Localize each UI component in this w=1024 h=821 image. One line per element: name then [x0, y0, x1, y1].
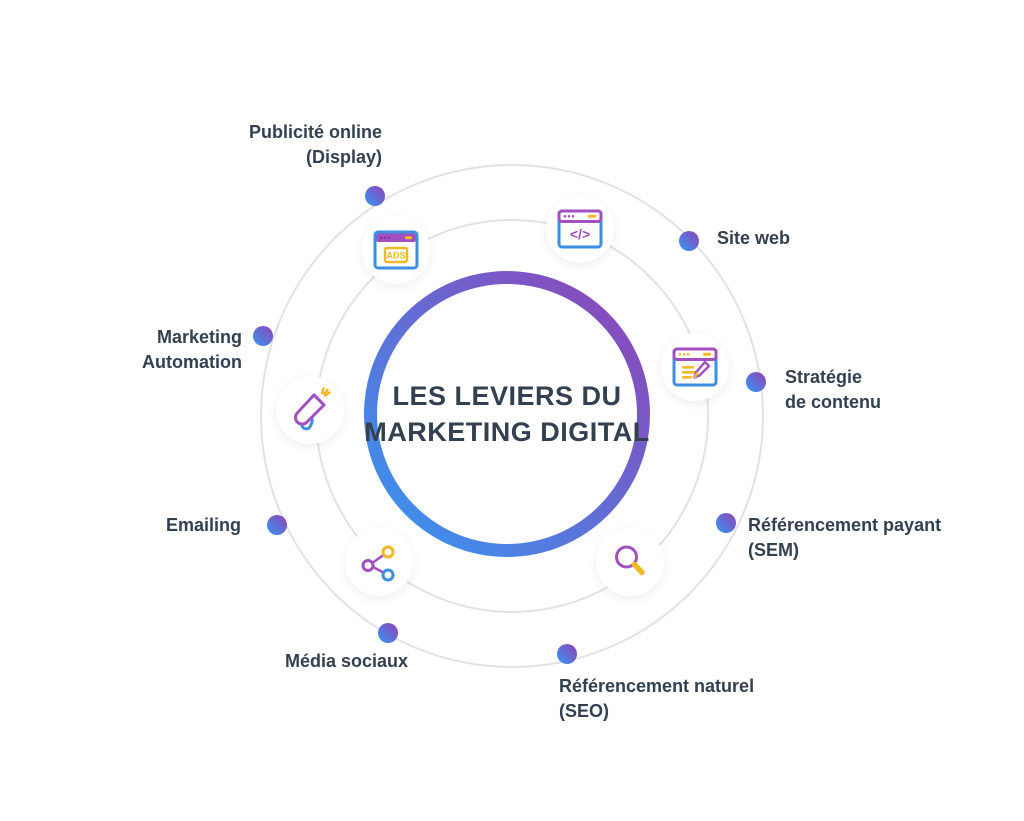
label-line: Automation: [142, 352, 242, 372]
icon-badge-publicite: ADS: [362, 216, 430, 284]
icon-badge-media-sociaux: [345, 528, 413, 596]
orbit-dot-seo: [557, 644, 577, 664]
label-line: (Display): [305, 147, 382, 167]
magnifier-icon: [615, 545, 645, 576]
content-pencil-browser-icon: [672, 347, 718, 387]
code-browser-icon: </>: [557, 209, 603, 249]
megaphone-icon: [293, 387, 331, 431]
label-media-sociaux: Média sociaux: [285, 649, 408, 674]
label-line: Site web: [717, 228, 791, 248]
label-marketing-automation: Marketing Automation: [60, 325, 242, 375]
orbit-dot-automation: [253, 326, 273, 346]
label-strategie-de-contenu: Stratégie de contenu: [785, 365, 881, 415]
share-network-icon: [361, 545, 395, 582]
label-line: Stratégie: [785, 367, 863, 387]
label-line: (SEM): [748, 540, 799, 560]
icon-badge-megaphone: [276, 376, 344, 444]
label-line: de contenu: [785, 392, 882, 412]
label-line: Marketing: [156, 327, 242, 347]
label-line: Média sociaux: [285, 651, 409, 671]
icon-badge-strategie-contenu: [661, 333, 729, 401]
label-referencement-naturel: Référencement naturel (SEO): [559, 674, 754, 724]
label-line: Publicité online: [248, 122, 382, 142]
orbit-dot-site-web: [679, 231, 699, 251]
outer-orbit-ring: [260, 164, 764, 668]
display-ads-browser-icon: ADS: [373, 230, 419, 270]
label-emailing: Emailing: [100, 513, 241, 538]
orbit-dot-emailing: [267, 515, 287, 535]
label-referencement-payant: Référencement payant (SEM): [748, 513, 941, 563]
label-line: Référencement naturel: [559, 676, 755, 696]
orbit-dot-publicite: [365, 186, 385, 206]
orbit-dot-strategie: [746, 372, 766, 392]
label-line: (SEO): [559, 701, 610, 721]
diagram-title-line-2: MARKETING DIGITAL: [364, 417, 650, 447]
label-line: Emailing: [165, 515, 241, 535]
svg-text:ADS: ADS: [386, 251, 405, 261]
label-publicite-online: Publicité online (Display): [180, 120, 382, 170]
label-site-web: Site web: [717, 226, 790, 251]
label-line: Référencement payant: [748, 515, 942, 535]
diagram-title-line-1: LES LEVIERS DU: [392, 381, 622, 411]
svg-text:</>: </>: [570, 226, 590, 242]
center-circle: LES LEVIERS DU MARKETING DIGITAL: [364, 284, 649, 544]
orbit-dot-sem: [716, 513, 736, 533]
center-circle-ring: LES LEVIERS DU MARKETING DIGITAL: [364, 271, 650, 557]
orbit-dot-media-sociaux: [378, 623, 398, 643]
icon-badge-site-web: </>: [546, 195, 614, 263]
icon-badge-seo-search: [596, 528, 664, 596]
